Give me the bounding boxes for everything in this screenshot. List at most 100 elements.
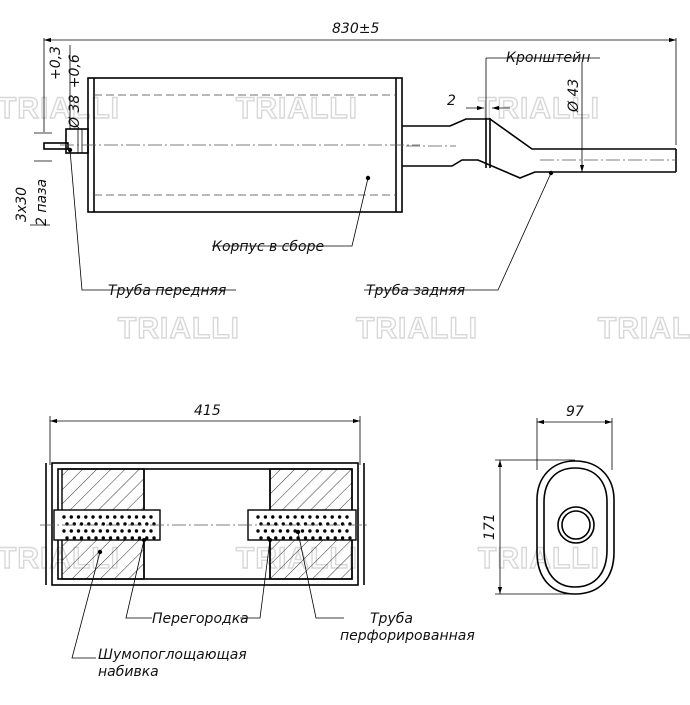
perforation-hole <box>84 529 88 533</box>
perforation-hole <box>263 515 268 519</box>
perforation-hole <box>137 536 142 540</box>
perforation-hole <box>289 536 293 540</box>
perforation-hole <box>116 536 120 540</box>
perforation-hole <box>123 536 127 540</box>
perforation-hole <box>98 515 103 519</box>
perforation-hole <box>340 536 345 540</box>
inlet-tolerance-lower: +0,3 <box>48 46 64 80</box>
perforation-hole <box>91 515 95 519</box>
perforation-hole <box>127 515 131 519</box>
perforation-hole <box>76 529 81 533</box>
perforation-hole <box>303 536 308 540</box>
perforation-hole <box>76 515 81 519</box>
perforation-holes <box>62 515 352 540</box>
watermark-text: TRIALLI <box>0 92 120 125</box>
perforation-hole <box>308 529 312 533</box>
watermark-text: TRIALLI <box>598 312 690 345</box>
perforation-hole <box>84 515 88 519</box>
perforation-hole <box>293 515 297 519</box>
slot-count-dimension: 2 паза <box>34 179 50 226</box>
perforation-hole <box>330 515 334 519</box>
body-length-dimension: 415 <box>194 403 221 419</box>
perforation-hole <box>271 529 275 533</box>
perforation-hole <box>315 515 319 519</box>
perforation-hole <box>274 522 278 526</box>
front-pipe-leader <box>69 149 236 291</box>
watermark-text: TRIALLI <box>236 92 358 125</box>
perforation-hole <box>286 529 290 533</box>
perforation-hole <box>278 515 282 519</box>
rear-pipe-top-edge <box>402 118 676 150</box>
perforation-hole <box>69 515 74 519</box>
perforated-pipe-leader <box>297 531 344 619</box>
absorbent-leader <box>71 551 101 659</box>
perforation-hole <box>113 515 117 519</box>
perforation-hole <box>87 536 91 540</box>
watermark-text: TRIALLI <box>478 542 600 575</box>
perforated-pipe-label-line1: Труба <box>370 611 413 627</box>
absorbent-label-line1: Шумопоглощающая <box>98 647 247 663</box>
watermark-text: TRIALLI <box>118 312 240 345</box>
perforation-hole <box>69 529 74 533</box>
body-width-dimension: 97 <box>566 404 584 420</box>
inlet-tolerance-upper: +0,6 <box>67 54 83 88</box>
perforation-hole <box>120 515 124 519</box>
perforation-hole <box>98 529 103 533</box>
perforation-hole <box>152 536 156 540</box>
inlet-diameter-dimension: Ø 38 +0,6 <box>67 54 83 129</box>
perforation-hole <box>286 515 290 519</box>
section-view: 415 Перегородка Труба перфорированная Шу… <box>40 403 475 680</box>
perforation-hole <box>134 515 139 519</box>
perforation-hole <box>113 529 117 533</box>
perforation-hole <box>348 536 352 540</box>
perforation-hole <box>337 529 342 533</box>
perforation-hole <box>315 529 319 533</box>
perforation-hole <box>330 529 334 533</box>
perforation-hole <box>127 529 131 533</box>
perforation-hole <box>142 515 146 519</box>
perforation-hole <box>105 515 110 519</box>
rear-pipe-bottom-edge <box>402 159 676 179</box>
overall-length-dimension: 830±5 <box>332 21 379 37</box>
inlet-slot <box>43 142 69 150</box>
perforation-hole <box>300 529 305 533</box>
perforation-hole <box>72 536 77 540</box>
baffle-label: Перегородка <box>152 611 249 627</box>
perforation-hole <box>318 536 322 540</box>
perforation-hole <box>333 536 337 540</box>
perforation-hole <box>149 529 153 533</box>
absorbent-label-line2: набивка <box>98 664 159 680</box>
perforation-hole <box>323 515 327 519</box>
inlet-diameter-value: Ø 38 <box>67 95 83 129</box>
perforation-hole <box>311 536 315 540</box>
rear-pipe-label: Труба задняя <box>366 283 465 299</box>
perforation-hole <box>256 515 260 519</box>
perforation-hole <box>259 536 263 540</box>
perforation-hole <box>256 529 260 533</box>
slot-size-dimension: 3x30 <box>14 187 30 222</box>
body-assembly-label: Корпус в сборе <box>212 239 324 255</box>
perforated-pipe-label-line2: перфорированная <box>340 628 475 644</box>
perforation-hole <box>62 515 66 519</box>
perforation-hole <box>326 536 330 540</box>
body-assembly-leader <box>212 177 369 247</box>
bracket-label: Кронштейн <box>506 50 590 66</box>
baffle-leader <box>125 539 152 619</box>
perforation-hole <box>323 529 327 533</box>
bracket-gap-dimension: 2 <box>447 93 456 109</box>
perforation-hole <box>145 536 149 540</box>
perforation-hole <box>94 536 98 540</box>
perforation-hole <box>345 515 349 519</box>
perforation-hole <box>108 536 113 540</box>
perforation-hole <box>337 515 342 519</box>
perforation-hole <box>281 536 285 540</box>
side-view: 830±5 Ø 38 +0,6 +0,3 3x30 2 паза <box>14 21 677 299</box>
baffle-leader <box>240 539 271 619</box>
perforation-hole <box>142 529 146 533</box>
end-view-pipe-outer <box>557 506 595 544</box>
perforation-hole <box>105 529 110 533</box>
perforation-hole <box>134 529 139 533</box>
perforation-hole <box>91 529 95 533</box>
front-pipe-label: Труба передняя <box>108 283 226 299</box>
